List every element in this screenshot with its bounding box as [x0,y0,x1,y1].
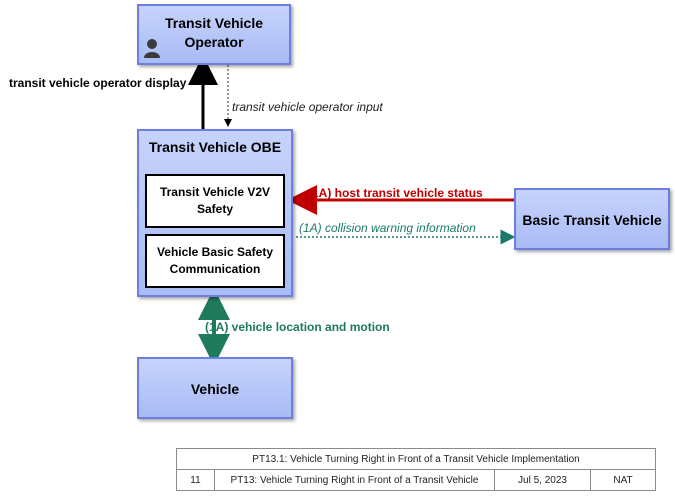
flow-label-location-motion: (1A) vehicle location and motion [205,320,390,334]
footer-author: NAT [590,469,656,491]
person-icon [144,39,160,58]
basic-transit-title: Basic Transit Vehicle [522,212,662,228]
node-transit-vehicle-operator[interactable]: Transit Vehicle Operator [137,4,291,65]
footer-number: 11 [176,469,215,491]
flow-label-operator-display: transit vehicle operator display [9,76,187,90]
vehicle-title: Vehicle [190,381,240,397]
flow-label-operator-input: transit vehicle operator input [232,100,383,114]
obe-title: Transit Vehicle OBE [148,139,282,155]
flow-label-host-status: (1A) host transit vehicle status [308,186,483,200]
diagram-footer-table: PT13.1: Vehicle Turning Right in Front o… [176,448,656,491]
operator-title-line2: Operator [184,34,244,50]
footer-date: Jul 5, 2023 [494,469,591,491]
node-vehicle[interactable]: Vehicle [137,357,293,419]
footer-package: PT13: Vehicle Turning Right in Front of … [214,469,495,491]
footer-title: PT13.1: Vehicle Turning Right in Front o… [176,448,656,470]
node-basic-transit-vehicle[interactable]: Basic Transit Vehicle [514,188,670,250]
operator-title-line1: Transit Vehicle [164,15,264,31]
flow-label-collision-warning: (1A) collision warning information [299,221,476,235]
